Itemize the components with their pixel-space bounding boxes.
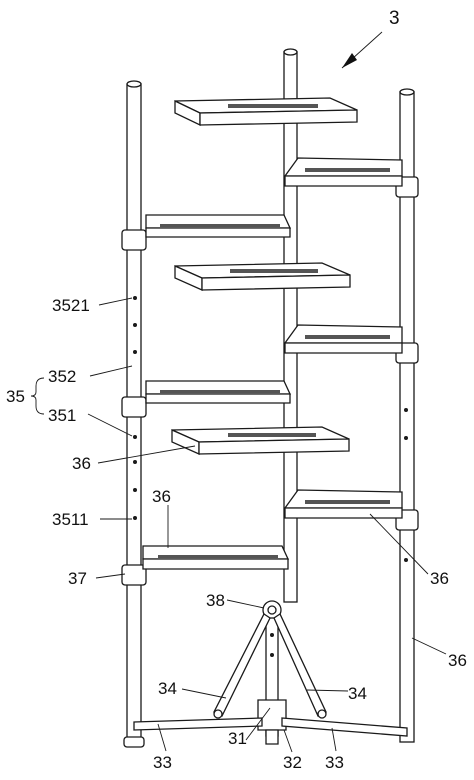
tray-left-bottom: [142, 545, 290, 570]
label-foot-center: 32: [283, 753, 302, 772]
label-tray-bottom: 36: [152, 487, 171, 506]
tray-top-center: [174, 97, 358, 127]
label-pole-right: 36: [448, 651, 467, 670]
label-hole-lower: 3511: [52, 510, 89, 529]
reference-labels: 3 3521 352 35 351 36 3511 36 37 38 34 34…: [6, 8, 467, 772]
tray-left-middle: [145, 380, 292, 404]
center-pole: [283, 48, 298, 603]
label-clamp: 37: [68, 569, 87, 588]
tray-center-second: [174, 262, 351, 292]
tray-right-middle: [283, 324, 403, 354]
left-pole: [121, 80, 147, 748]
right-pole: [395, 88, 419, 743]
label-hole-upper: 3521: [52, 296, 90, 315]
label-tray-left-mid: 36: [72, 454, 91, 473]
label-foot-left: 33: [153, 753, 172, 772]
leader-lines: [30, 31, 447, 753]
label-pole-group: 35: [6, 387, 25, 406]
label-strut-left: 34: [158, 679, 177, 698]
label-lower-tube: 351: [48, 406, 76, 425]
tripod-base: [133, 600, 408, 745]
label-foot-right: 33: [325, 753, 344, 772]
label-hinge: 38: [206, 591, 225, 610]
tray-right-lower: [283, 489, 403, 519]
label-base-hub: 31: [228, 729, 247, 748]
tray-left-upper: [145, 214, 292, 238]
label-tray-right-low: 36: [430, 569, 449, 588]
label-strut-right: 34: [348, 684, 367, 703]
tray-center-third: [171, 426, 350, 456]
tray-right-upper: [283, 157, 403, 187]
label-assembly: 3: [389, 8, 400, 29]
label-upper-tube: 352: [48, 367, 76, 386]
